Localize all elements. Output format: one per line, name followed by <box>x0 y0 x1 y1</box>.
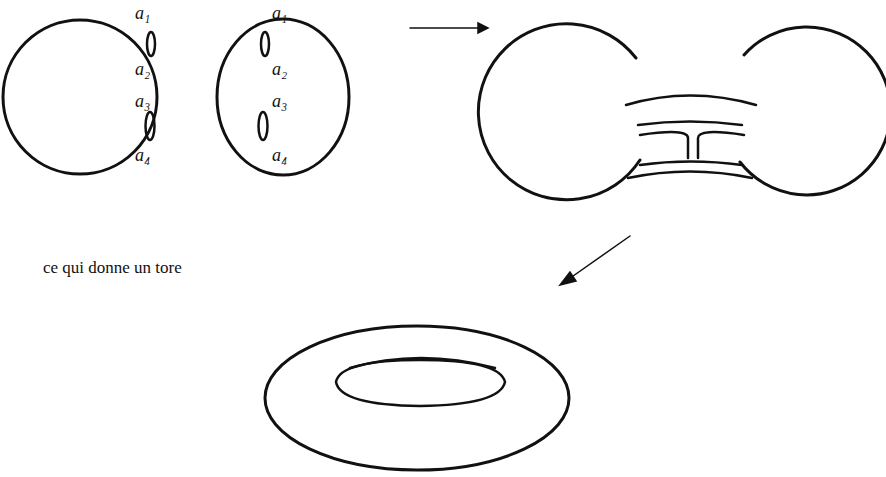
point-label: a₃ <box>135 92 150 110</box>
point-label: a₂ <box>272 60 287 78</box>
hole <box>147 32 155 56</box>
point-label: a₄ <box>272 146 287 164</box>
point-label: a₁ <box>272 4 287 22</box>
torus-hole <box>336 360 505 406</box>
hole <box>259 112 268 140</box>
arrow <box>410 23 488 33</box>
torus <box>265 326 569 470</box>
sphere <box>740 27 886 195</box>
arrow <box>560 236 630 285</box>
point-label: a₃ <box>272 92 287 110</box>
point-label: a₂ <box>135 60 150 78</box>
sphere <box>3 20 157 174</box>
point-label: a₁ <box>135 4 150 22</box>
hole <box>261 32 269 56</box>
torus-hole <box>350 358 495 368</box>
note-text: ce qui donne un tore <box>43 259 182 276</box>
hole <box>146 112 155 140</box>
sphere <box>478 24 640 200</box>
sphere <box>217 19 349 175</box>
point-label: a₄ <box>135 146 150 164</box>
tubes <box>626 93 756 178</box>
